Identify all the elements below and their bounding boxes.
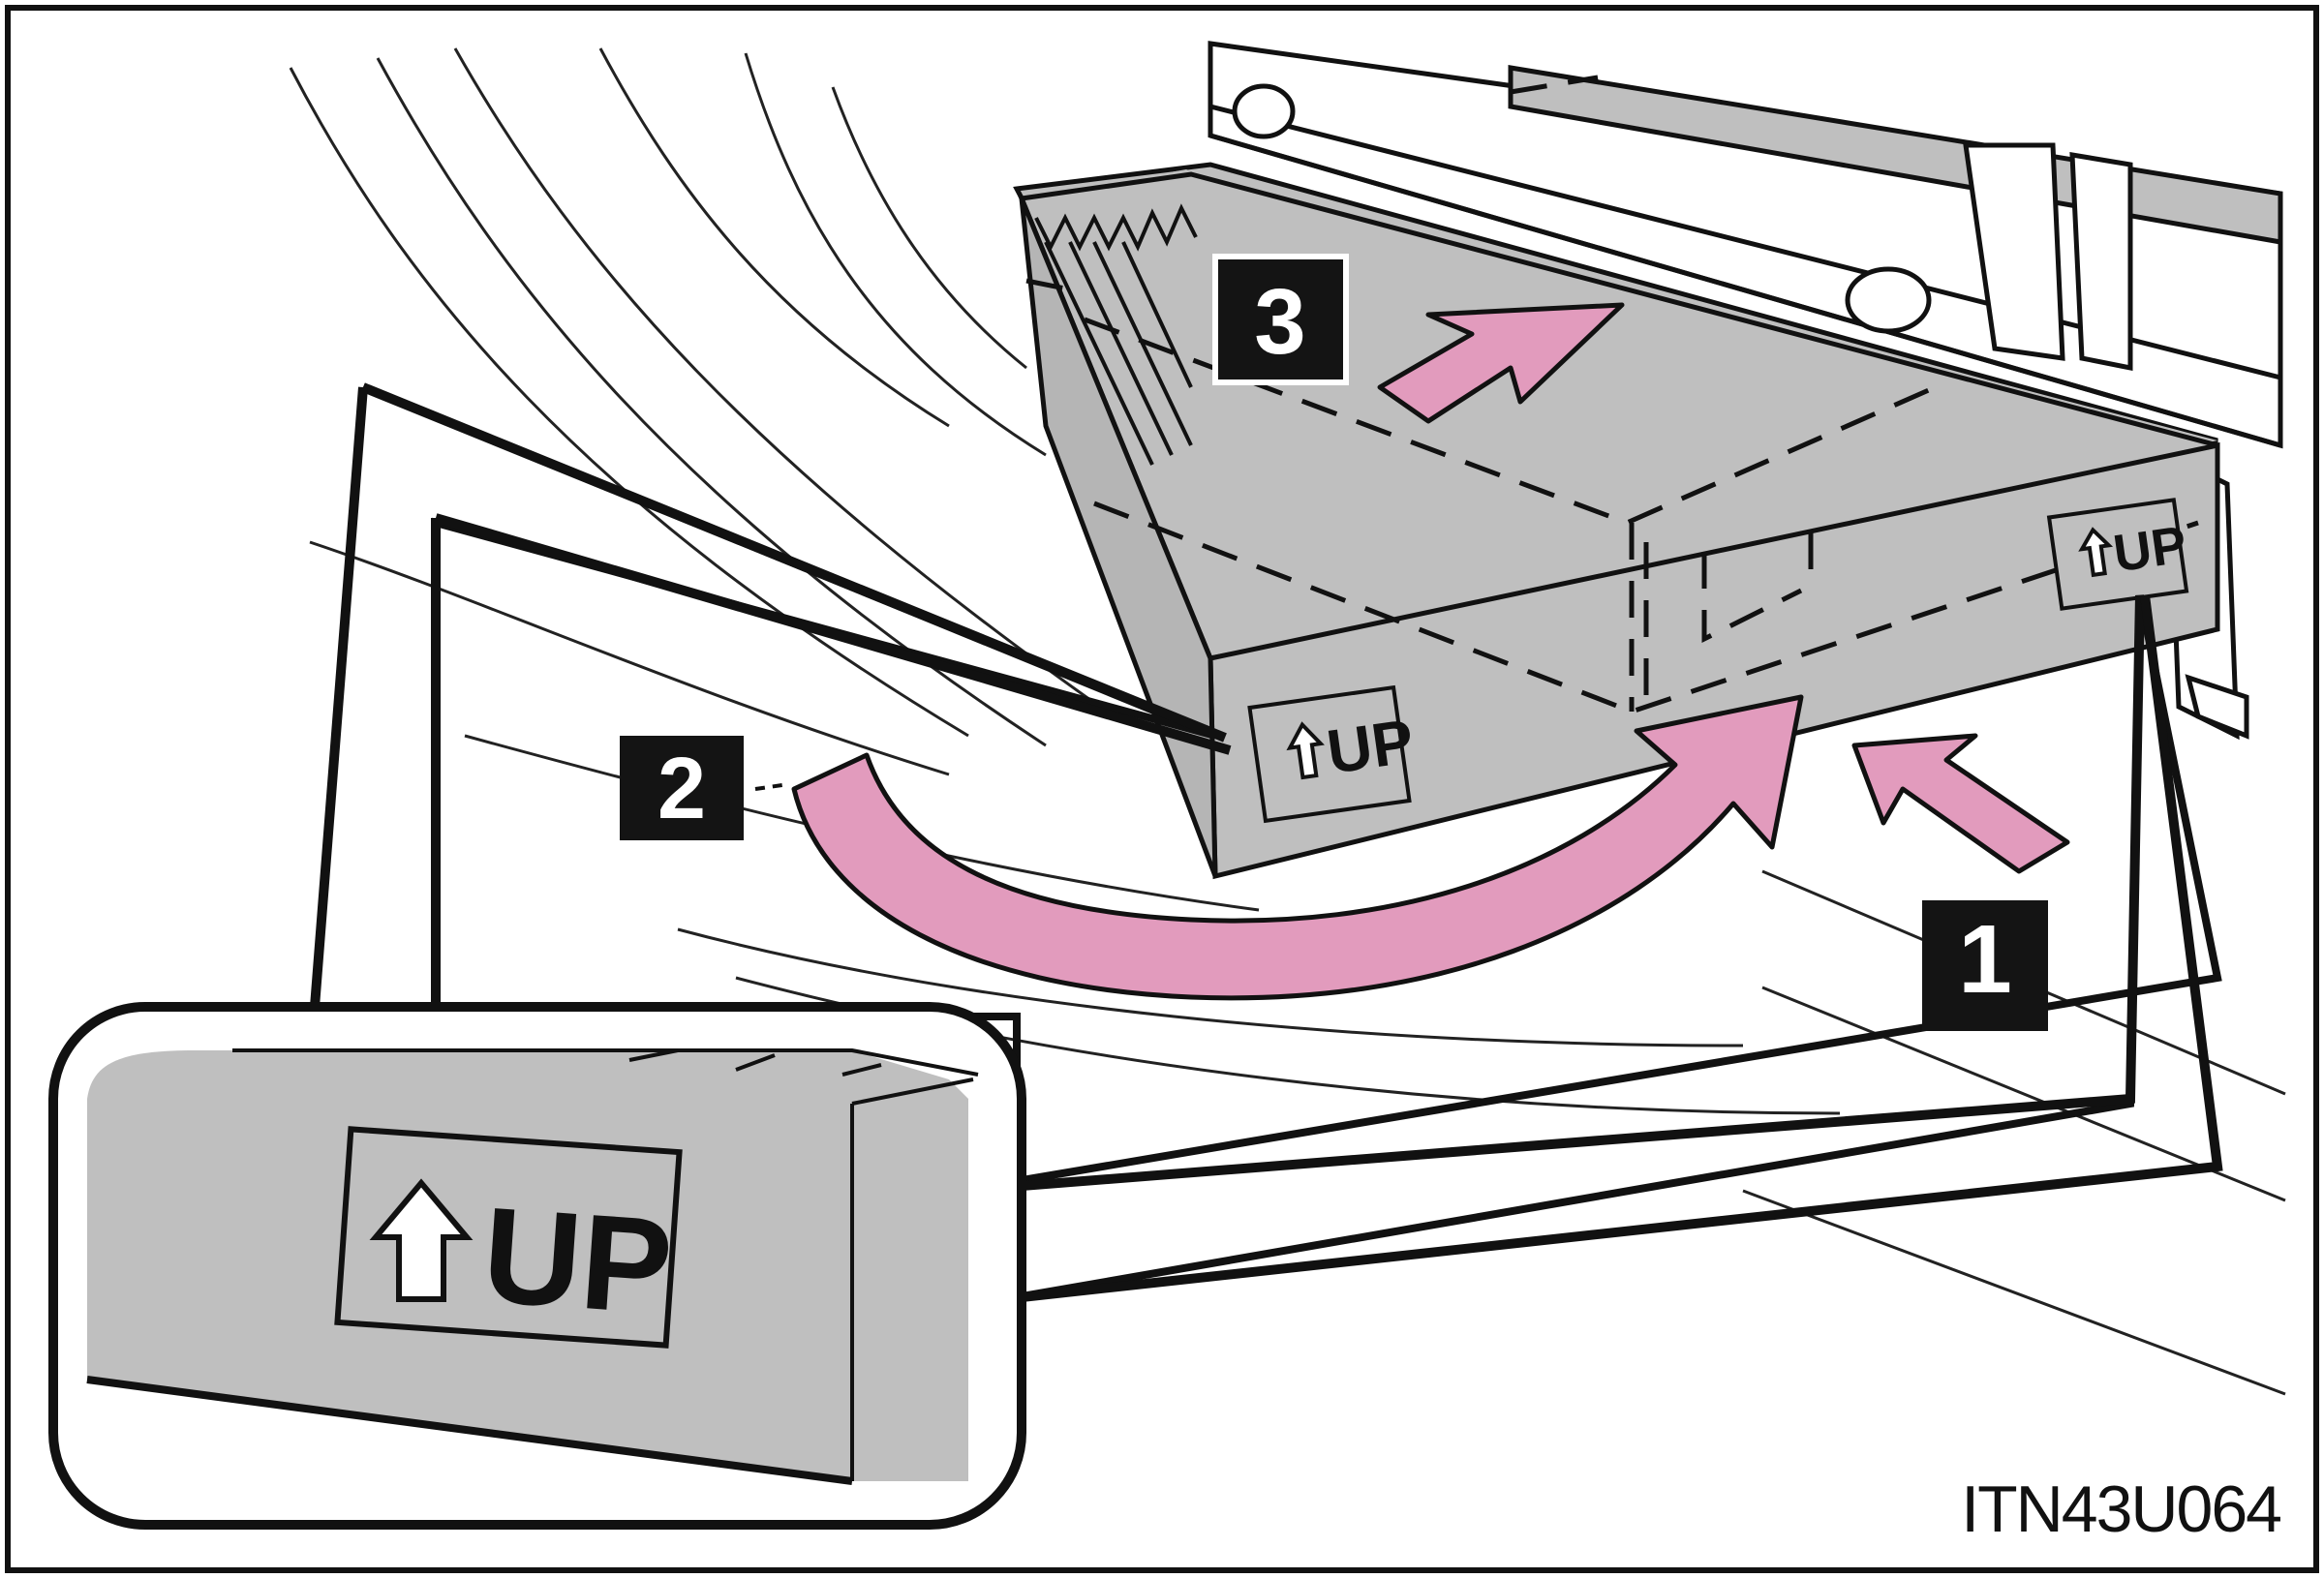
step-1-arrow — [1851, 733, 2070, 874]
step-badge-1-number: 1 — [1958, 905, 2012, 1014]
inset-up-label: UP — [334, 1126, 683, 1349]
up-arrow-icon — [369, 1178, 474, 1302]
step-2-arrow — [791, 694, 1804, 1001]
step-3-arrow — [1377, 302, 1625, 424]
step-badge-3: 3 — [1212, 254, 1349, 385]
inset-up-text: UP — [478, 1178, 677, 1343]
filter-left-face — [1019, 197, 1218, 877]
up-label-front-text: UP — [1323, 706, 1418, 787]
up-arrow-icon — [2078, 527, 2114, 578]
filter-housing-rail — [1208, 41, 2283, 741]
callout-outline — [310, 382, 2223, 1302]
step-badge-3-number: 3 — [1254, 270, 1305, 374]
up-label-right: UP — [2046, 498, 2190, 611]
hidden-edge-dashes — [1025, 75, 2199, 714]
step-badge-2-number: 2 — [657, 741, 706, 837]
step-badge-2: 2 — [620, 736, 790, 840]
step-badge-1: 1 — [1922, 900, 2048, 1031]
figure-reference-code: ITN43U064 — [1961, 1472, 2282, 1546]
up-label-front: UP — [1247, 684, 1418, 824]
up-arrow-icon — [1286, 721, 1325, 780]
magnified-inset: UP — [48, 1002, 1026, 1530]
up-label-right-text: UP — [2110, 516, 2190, 584]
